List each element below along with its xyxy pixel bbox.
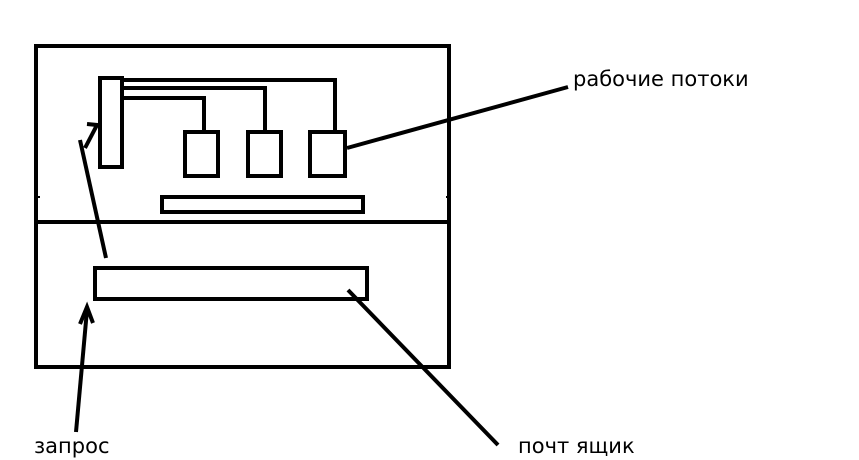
outer-container-box xyxy=(34,44,451,369)
worker-thread-box-2 xyxy=(246,130,283,178)
worker-threads-label: рабочие потоки xyxy=(573,67,749,91)
connector-to-worker-2 xyxy=(122,86,267,132)
upper-queue-bar xyxy=(160,195,365,214)
worker-threads-pointer-line xyxy=(346,85,569,150)
request-label: запрос xyxy=(34,434,110,458)
request-forward-arrow-line xyxy=(78,139,108,259)
worker-thread-box-1 xyxy=(183,130,220,178)
request-forward-arrow-head xyxy=(83,122,101,149)
request-arrow-head xyxy=(78,301,95,325)
request-arrow-line xyxy=(74,309,89,433)
worker-thread-box-3 xyxy=(308,130,347,178)
connector-to-worker-3 xyxy=(122,78,337,132)
mailbox-pointer-line xyxy=(346,288,500,447)
dispatcher-block xyxy=(98,76,124,169)
mailbox-label: почт ящик xyxy=(518,434,635,458)
mailbox-bar xyxy=(93,266,369,301)
connector-to-worker-1 xyxy=(122,96,206,132)
